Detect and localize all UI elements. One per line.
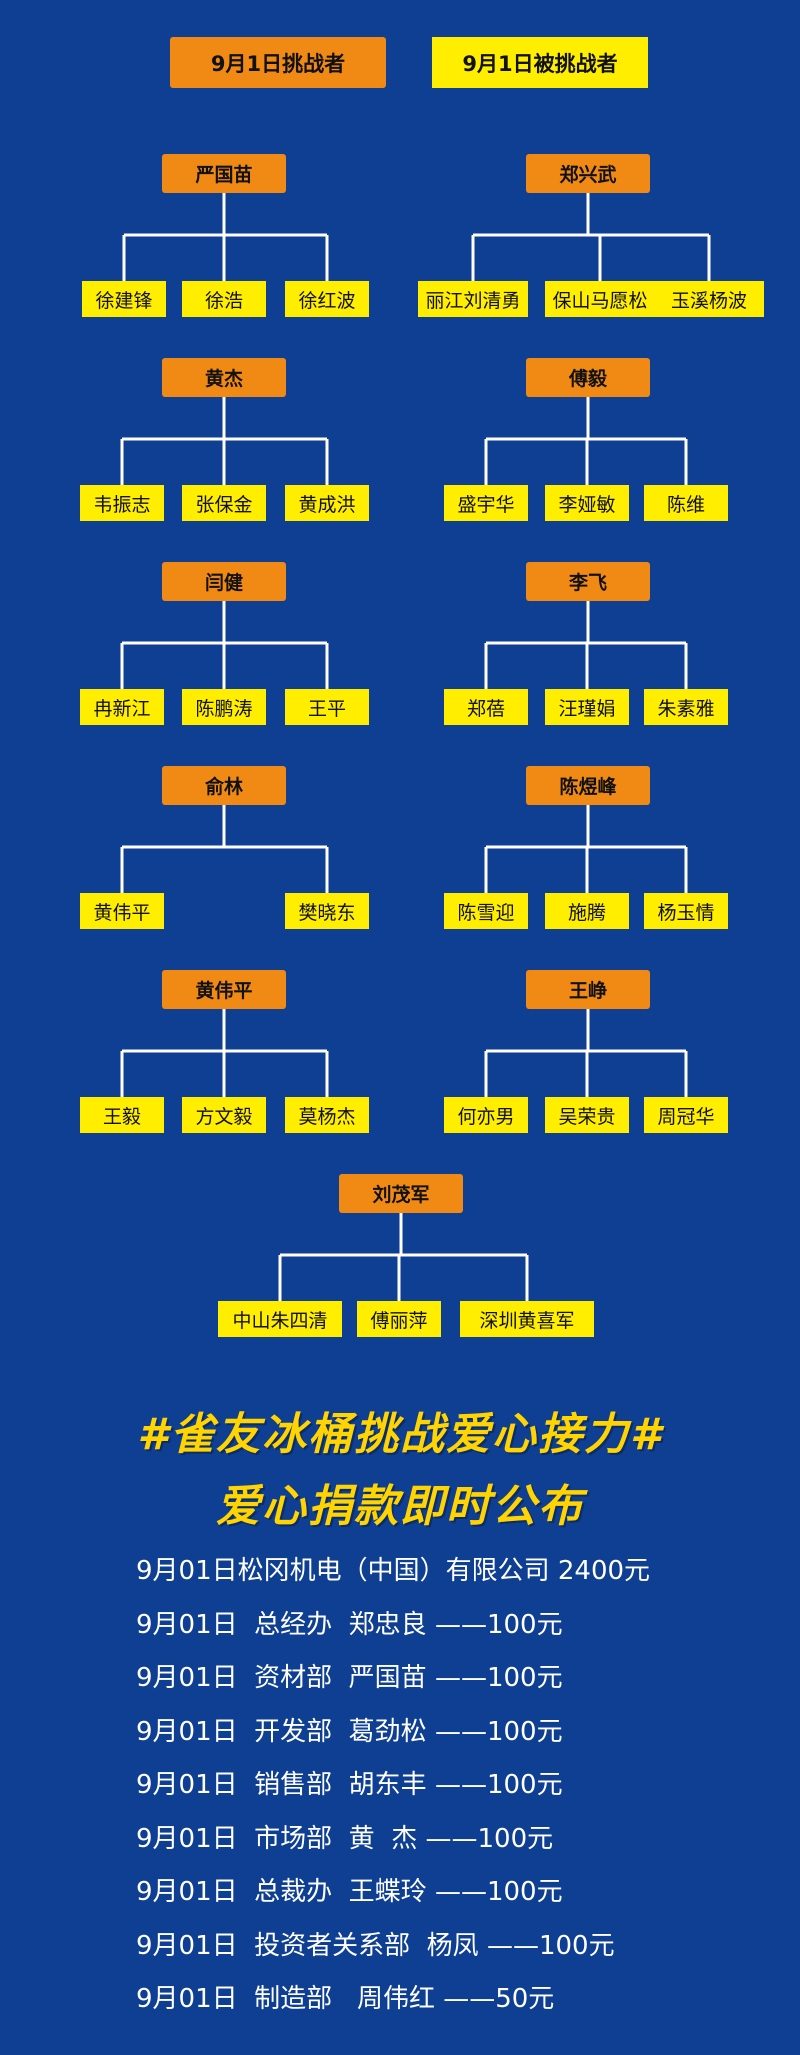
member-box: 王毅 (80, 1097, 164, 1133)
member-box: 莫杨杰 (285, 1097, 369, 1133)
member-box: 陈鹏涛 (182, 689, 266, 725)
challenged-header: 9月1日被挑战者 (432, 37, 648, 88)
donation-entry: 9月01日 总经办 郑忠良 ——100元 (136, 1609, 563, 1640)
member-box: 陈维 (644, 485, 728, 521)
member-box: 保山马愿松 (545, 281, 655, 317)
donation-entry: 9月01日 投资者关系部 杨凤 ——100元 (136, 1930, 615, 1961)
donation-list: 9月01日松冈机电（中国）有限公司 2400元 9月01日 总经办 郑忠良 ——1… (136, 1545, 650, 2027)
member-box: 方文毅 (182, 1097, 266, 1133)
member-box: 傅丽萍 (357, 1301, 441, 1337)
leader-box: 刘茂军 (339, 1174, 463, 1213)
member-box: 郑蓓 (444, 689, 528, 725)
member-box: 陈雪迎 (444, 893, 528, 929)
member-box: 周冠华 (644, 1097, 728, 1133)
member-box: 张保金 (182, 485, 266, 521)
member-box: 中山朱四清 (218, 1301, 342, 1337)
member-box: 深圳黄喜军 (460, 1301, 594, 1337)
member-box: 盛宇华 (444, 485, 528, 521)
member-box: 韦振志 (80, 485, 164, 521)
member-box: 徐建锋 (82, 281, 166, 317)
donation-entry: 9月01日 制造部 周伟红 ——50元 (136, 1984, 555, 2014)
member-box: 冉新江 (80, 689, 164, 725)
leader-box: 俞林 (162, 766, 286, 805)
donation-entry: 9月01日松冈机电（中国）有限公司 2400元 (136, 1556, 651, 1586)
donation-entry: 9月01日 销售部 胡东丰 ——100元 (136, 1770, 563, 1800)
member-box: 黄成洪 (285, 485, 369, 521)
member-box: 吴荣贵 (545, 1097, 629, 1133)
tree-connectors (120, 193, 711, 1301)
challenger-header: 9月1日挑战者 (170, 37, 386, 88)
leader-box: 李飞 (526, 562, 650, 601)
leader-box: 闫健 (162, 562, 286, 601)
member-box: 徐浩 (182, 281, 266, 317)
member-box: 徐红波 (285, 281, 369, 317)
member-box: 王平 (285, 689, 369, 725)
member-box: 丽江刘清勇 (418, 281, 528, 317)
donation-title: 爱心捐款即时公布 (216, 1481, 584, 1532)
leader-box: 傅毅 (526, 358, 650, 397)
leader-box: 陈煜峰 (526, 766, 650, 805)
leader-box: 严国苗 (162, 154, 286, 193)
donation-entry: 9月01日 市场部 黄 杰 ——100元 (136, 1823, 554, 1854)
member-box: 杨玉情 (644, 893, 728, 929)
leader-box: 黄伟平 (162, 970, 286, 1009)
leader-box: 黄杰 (162, 358, 286, 397)
member-box: 施腾 (545, 893, 629, 929)
campaign-title: #雀友冰桶挑战爱心接力# (137, 1409, 663, 1460)
donation-entry: 9月01日 开发部 葛劲松 ——100元 (136, 1716, 563, 1747)
member-box: 黄伟平 (80, 893, 164, 929)
leader-box: 郑兴武 (526, 154, 650, 193)
member-box: 何亦男 (444, 1097, 528, 1133)
leader-box: 王峥 (526, 970, 650, 1009)
donation-entry: 9月01日 总裁办 王蝶玲 ——100元 (136, 1877, 563, 1907)
member-box: 李娅敏 (545, 485, 629, 521)
member-box: 樊晓东 (285, 893, 369, 929)
donation-entry: 9月01日 资材部 严国苗 ——100元 (136, 1663, 563, 1693)
member-box: 汪瑾娟 (545, 689, 629, 725)
member-box: 玉溪杨波 (654, 281, 764, 317)
member-box: 朱素雅 (644, 689, 728, 725)
